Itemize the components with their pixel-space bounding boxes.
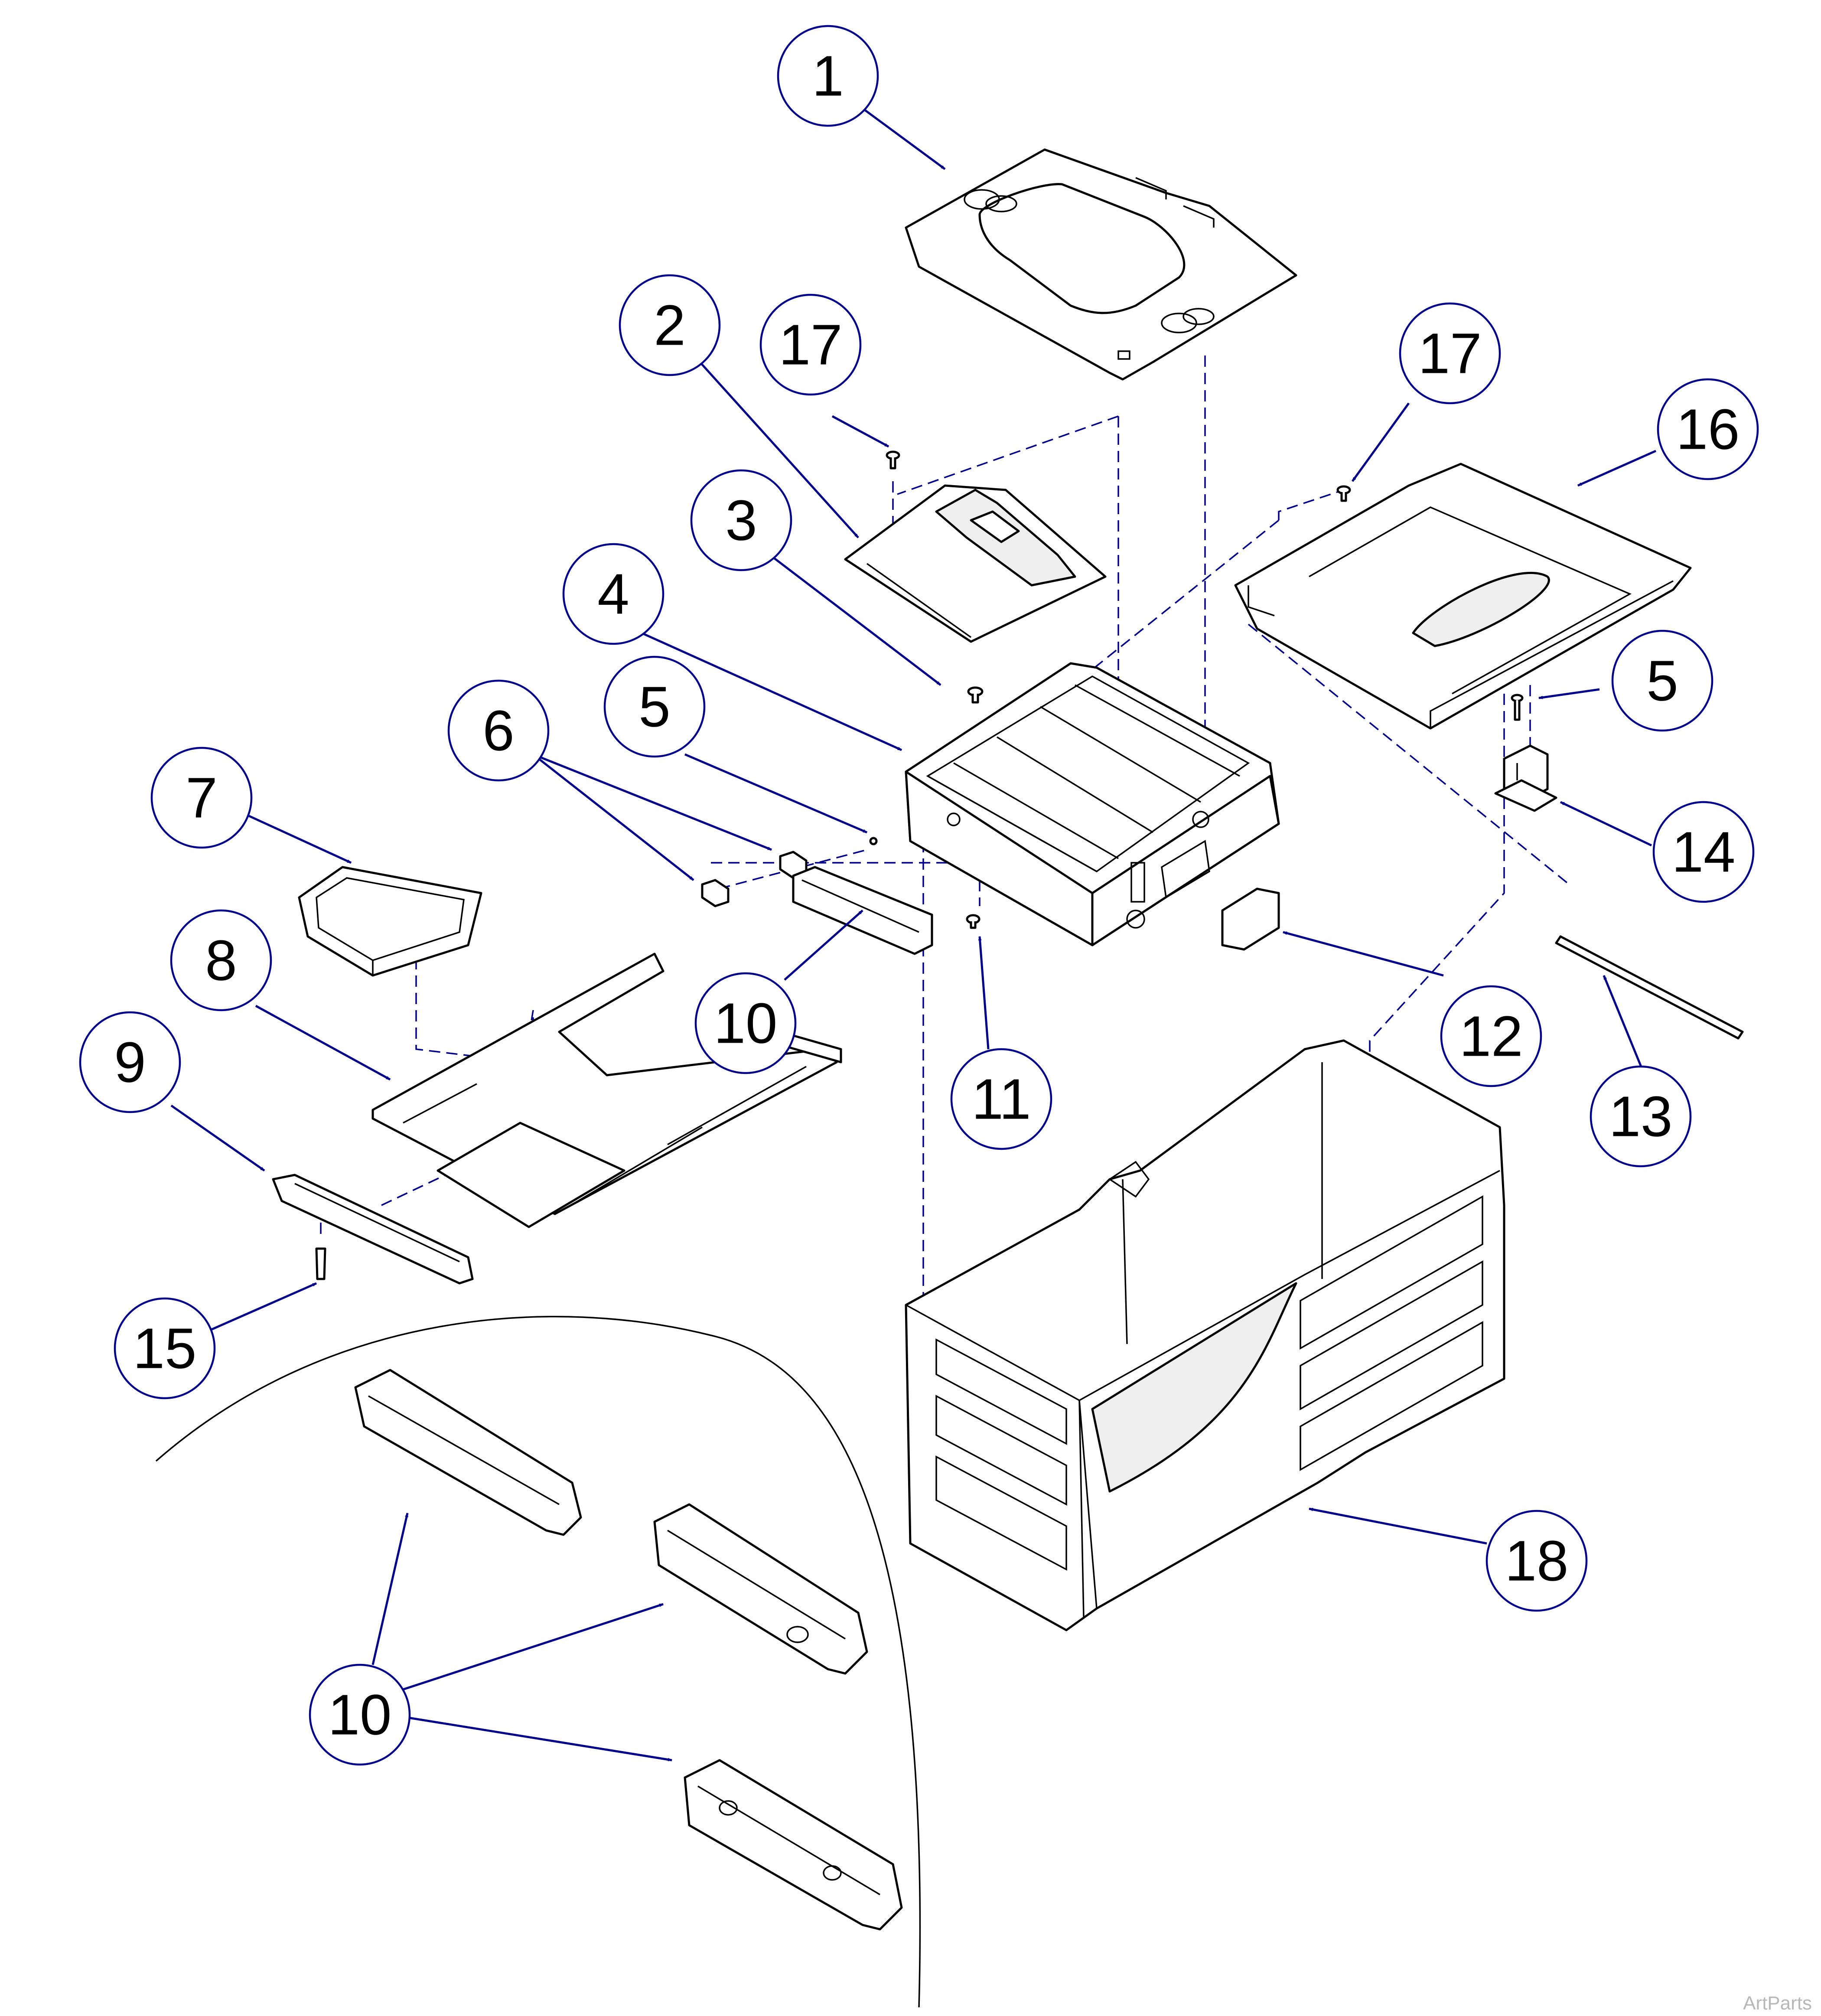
handle-variant-one-hole [653, 1503, 868, 1675]
callout-balloon-4: 4 [562, 543, 665, 645]
callout-balloon-6: 6 [447, 679, 550, 782]
part-7-bin [298, 866, 482, 977]
part-5-screw-left [869, 837, 878, 845]
callout-balloon-8: 8 [170, 909, 272, 1011]
part-15-pin [315, 1247, 326, 1280]
callout-label-2: 2 [654, 294, 685, 357]
callout-balloon-13: 13 [1590, 1065, 1692, 1168]
part-17-screw-right [1336, 485, 1351, 502]
callout-label-7: 7 [186, 766, 217, 830]
part-1-top-cover [905, 148, 1297, 381]
part-2-tray-plate [844, 484, 1107, 643]
part-5-screw-right [1511, 694, 1524, 721]
detail-view [155, 1316, 921, 2008]
watermark-text: ArtParts [1743, 1993, 1812, 2014]
callout-label-5-right: 5 [1646, 649, 1678, 713]
callout-balloon-3: 3 [690, 469, 792, 571]
callout-balloon-1: 1 [777, 25, 879, 127]
part-3-screw [967, 686, 984, 704]
part-4-central-chassis [905, 662, 1280, 946]
callout-label-10-upper: 10 [714, 992, 778, 1055]
callout-label-6: 6 [482, 699, 514, 763]
callout-balloon-14: 14 [1652, 801, 1755, 903]
callout-label-5-left: 5 [638, 675, 670, 739]
handle-variant-plain [354, 1369, 582, 1536]
callout-balloon-12: 12 [1440, 985, 1542, 1087]
callout-balloon-5-right: 5 [1611, 630, 1713, 732]
callout-label-4: 4 [597, 562, 629, 626]
handle-variant-two-holes [684, 1759, 903, 1931]
callout-balloon-5-left: 5 [603, 656, 706, 758]
callout-balloon-2: 2 [619, 274, 721, 376]
part-9-front-trim [272, 1174, 474, 1285]
part-11-screw [966, 914, 981, 929]
callout-label-10-lower: 10 [328, 1683, 392, 1747]
part-16-side-panel [1234, 463, 1692, 730]
callout-balloon-10-lower: 10 [309, 1664, 411, 1766]
part-12-plug [1221, 887, 1280, 951]
callout-label-15: 15 [133, 1317, 197, 1380]
callout-balloon-11: 11 [950, 1048, 1052, 1150]
callout-balloon-17-right: 17 [1399, 302, 1501, 405]
part-18-cabinet-frame [905, 1039, 1505, 1631]
callout-label-12: 12 [1459, 1005, 1523, 1068]
callout-label-1: 1 [812, 44, 844, 108]
callout-label-18: 18 [1505, 1529, 1569, 1593]
callout-balloons: 1 2 3 4 5 5 6 7 [79, 25, 1759, 1766]
callout-label-13: 13 [1609, 1085, 1673, 1148]
callout-label-17-right: 17 [1418, 322, 1482, 385]
leader-lines [170, 107, 1657, 1762]
callout-label-17-left: 17 [779, 313, 843, 377]
callout-balloon-15: 15 [114, 1297, 216, 1399]
part-17-screw-left [886, 450, 900, 470]
callout-balloon-7: 7 [150, 747, 253, 849]
part-6-clip-left [701, 879, 730, 907]
part-13-rod [1555, 935, 1744, 1040]
callout-label-11: 11 [971, 1067, 1031, 1131]
callout-label-8: 8 [205, 929, 237, 992]
callout-balloon-9: 9 [79, 1011, 181, 1113]
callout-balloon-17-left: 17 [759, 294, 862, 396]
callout-label-14: 14 [1672, 820, 1736, 884]
part-14-bracket [1494, 744, 1557, 812]
callout-balloon-18: 18 [1485, 1510, 1588, 1612]
callout-balloon-16: 16 [1657, 378, 1759, 480]
callout-balloon-10-upper: 10 [694, 972, 797, 1074]
callout-label-9: 9 [114, 1031, 146, 1094]
callout-label-16: 16 [1676, 398, 1740, 461]
callout-label-3: 3 [725, 489, 757, 552]
